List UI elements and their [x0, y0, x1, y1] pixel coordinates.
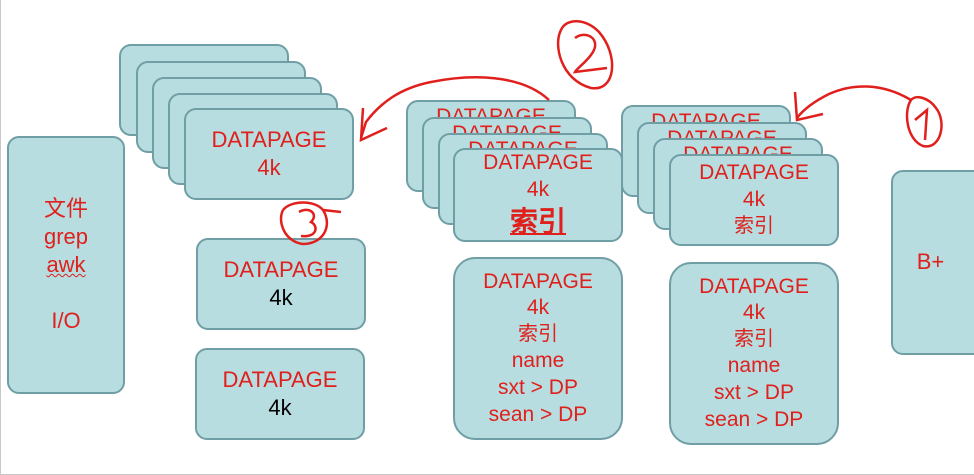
row-sxt: sxt > DP	[498, 375, 578, 399]
digit-two-stroke	[572, 33, 608, 74]
row-sxt: sxt > DP	[714, 380, 794, 404]
index-rows-datapage-right: DATAPAGE 4k 索引 name sxt > DP sean > DP	[669, 262, 839, 445]
datapage-label: DATAPAGE	[211, 126, 327, 152]
name-label: name	[511, 348, 565, 372]
datapage-box: DATAPAGE 4k	[196, 238, 366, 330]
datapage-label: DATAPAGE	[223, 256, 339, 282]
btree-box: B+	[891, 170, 974, 355]
row-sean: sean > DP	[704, 407, 804, 431]
index-label: 索引	[518, 323, 558, 346]
circled-three-tail	[322, 208, 342, 214]
datapage-label: DATAPAGE	[222, 366, 338, 392]
file-io-box: 文件 grep awk I/O	[7, 136, 125, 394]
datapage-label: DATAPAGE	[699, 274, 809, 298]
circled-two-mark	[556, 20, 614, 90]
arrow-one	[796, 85, 912, 119]
row-sean: sean > DP	[488, 402, 588, 426]
index-stack-c-front: DATAPAGE 4k 索引	[669, 154, 839, 246]
arrow-two-head	[359, 107, 388, 143]
name-label: name	[727, 353, 781, 377]
file-label: 文件	[43, 195, 88, 221]
index-label: 索引	[734, 328, 774, 351]
size-label: 4k	[257, 155, 281, 180]
size-label: 4k	[742, 301, 766, 325]
datapage-stack-a-front: DATAPAGE 4k	[184, 108, 354, 200]
digit-one-stroke	[914, 107, 929, 141]
index-label: 索引	[509, 205, 566, 237]
datapage-label: DATAPAGE	[483, 151, 593, 175]
arrow-one-head	[793, 91, 824, 122]
circled-one-mark	[905, 96, 943, 148]
size-label: 4k	[269, 285, 293, 310]
size-label: 4k	[742, 188, 766, 212]
btree-label: B+	[916, 249, 945, 275]
datapage-label: DATAPAGE	[483, 269, 593, 293]
index-stack-b-front: DATAPAGE 4k 索引	[453, 148, 623, 242]
index-label: 索引	[734, 215, 774, 238]
digit-three-stroke	[298, 208, 317, 238]
io-label: I/O	[51, 308, 81, 334]
size-label: 4k	[526, 178, 550, 202]
datapage-label: DATAPAGE	[699, 161, 809, 185]
size-label: 4k	[526, 296, 550, 320]
awk-label: awk	[46, 252, 86, 277]
index-rows-datapage-middle: DATAPAGE 4k 索引 name sxt > DP sean > DP	[453, 257, 623, 440]
grep-label: grep	[43, 223, 89, 249]
datapage-box: DATAPAGE 4k	[195, 348, 365, 440]
size-label: 4k	[268, 395, 292, 420]
